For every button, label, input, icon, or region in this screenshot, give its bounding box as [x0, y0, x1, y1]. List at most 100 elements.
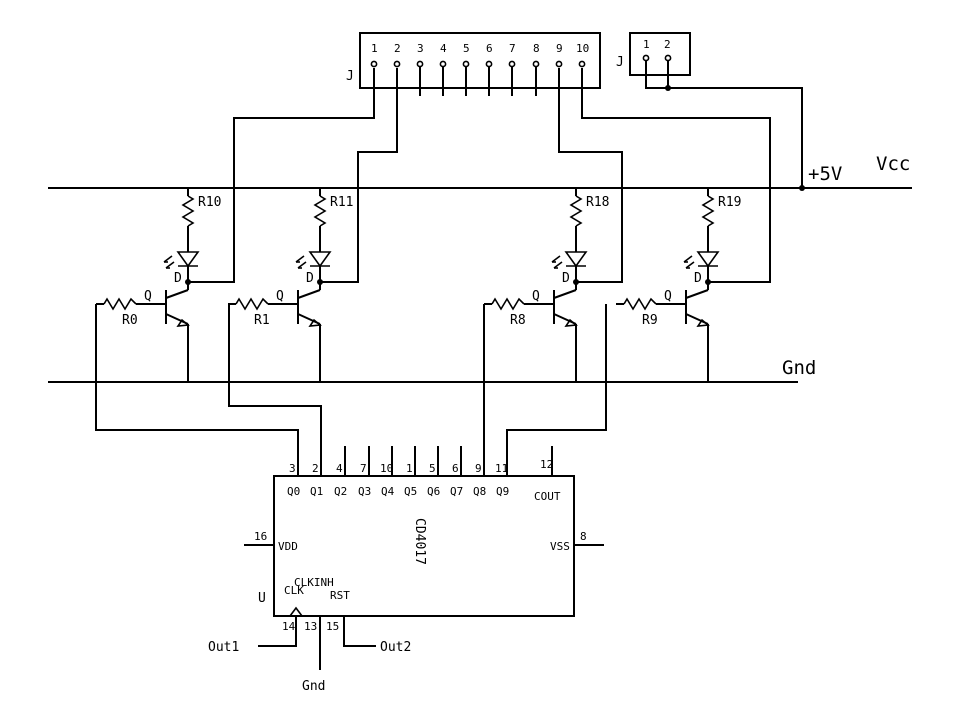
- connector-j10-pin-circle: [393, 60, 401, 68]
- vdd-pin-number: 16: [254, 530, 267, 543]
- led-symbol: [308, 251, 332, 268]
- chip-pin-label: Q2: [334, 485, 347, 498]
- rst-pin-number: 15: [326, 620, 339, 633]
- base-wire-q9: [506, 304, 607, 476]
- connector-j10-pin-label: 6: [486, 42, 493, 55]
- connector-j10-pin-circle: [578, 60, 586, 68]
- transistor-label: Q: [664, 289, 672, 304]
- j-pin1-wire: [188, 68, 375, 283]
- chip-pin-number: 1: [406, 462, 413, 475]
- transistor-collector: [685, 289, 709, 299]
- connector-j10-pin-circle: [439, 60, 447, 68]
- vcc-label: Vcc: [876, 153, 910, 175]
- led-resistor: [313, 195, 327, 227]
- led-resistor: [181, 195, 195, 227]
- bottom-gnd-label: Gnd: [302, 679, 325, 694]
- led-resistor: [701, 195, 715, 227]
- connector-j10-pin-label: 5: [463, 42, 470, 55]
- led-label: D: [694, 271, 702, 286]
- connector-j10-pin-label: 1: [371, 42, 378, 55]
- connector-j2-ref: J: [616, 55, 624, 70]
- chip-ref: U: [258, 591, 266, 606]
- led-symbol: [696, 251, 720, 268]
- led-resistor-label: R10: [198, 195, 221, 210]
- connector-j10-pin-circle: [485, 60, 493, 68]
- plus5v-label: +5V: [808, 163, 842, 185]
- clk-pin-wire: [258, 616, 297, 647]
- chip-name: CD4017: [412, 518, 427, 565]
- led-label: D: [562, 271, 570, 286]
- transistor-label: Q: [276, 289, 284, 304]
- chip-pin-number: 6: [452, 462, 459, 475]
- cout-pin-label: COUT: [534, 490, 561, 503]
- base-resistor-label: R8: [510, 313, 526, 328]
- vdd-pin-label: VDD: [278, 540, 298, 553]
- base-wire-q0: [95, 304, 299, 476]
- base-resistor-label: R9: [642, 313, 658, 328]
- base-resistor-label: R0: [122, 313, 138, 328]
- led-resistor-label: R11: [330, 195, 353, 210]
- chip-pin-label: Q5: [404, 485, 417, 498]
- base-resistor: [235, 297, 269, 311]
- chip-pin-label: Q8: [473, 485, 486, 498]
- base-wire-q1: [228, 304, 322, 476]
- clk-pin-label: CLK: [284, 584, 304, 597]
- connector-j10-pin-label: 9: [556, 42, 563, 55]
- clkinh-pin-label: CLKINH: [294, 576, 334, 589]
- gnd-label: Gnd: [782, 357, 816, 379]
- vss-pin-number: 8: [580, 530, 587, 543]
- connector-j10-pin-circle: [370, 60, 378, 68]
- chip-pin-number: 3: [289, 462, 296, 475]
- chip-pin-label: Q3: [358, 485, 371, 498]
- chip-pin-number: 10: [380, 462, 393, 475]
- rst-pin-wire: [343, 616, 376, 647]
- j-pin9-wire: [558, 68, 623, 283]
- chip-pin-label: Q7: [450, 485, 463, 498]
- connector-j10-pin-label: 8: [533, 42, 540, 55]
- chip-pin-number: 2: [312, 462, 319, 475]
- chip-pin-number: 9: [475, 462, 482, 475]
- j-pin10-wire: [581, 68, 771, 283]
- chip-pin-number: 11: [495, 462, 508, 475]
- chip-pin-label: Q6: [427, 485, 440, 498]
- connector-j10-pin-label: 10: [576, 42, 589, 55]
- j2-pin1-wire: [645, 61, 668, 89]
- cout-pin-number: 12: [540, 458, 553, 471]
- connector-j10-pin-circle: [508, 60, 516, 68]
- j-pin2-wire: [320, 68, 398, 283]
- connector-j10-pin-circle: [555, 60, 563, 68]
- led-resistor-label: R18: [586, 195, 609, 210]
- chip-pin-label: Q4: [381, 485, 395, 498]
- connector-j10-pin-label: 2: [394, 42, 401, 55]
- transistor-collector: [553, 289, 577, 299]
- out1-label: Out1: [208, 640, 239, 655]
- connector-j10-pin-circle: [532, 60, 540, 68]
- connector-j10-pin-circle: [462, 60, 470, 68]
- out2-label: Out2: [380, 640, 411, 655]
- transistor-label: Q: [144, 289, 152, 304]
- transistor-collector: [165, 289, 189, 299]
- clkinh-pin-number: 13: [304, 620, 317, 633]
- led-symbol: [564, 251, 588, 268]
- chip-pin-label: Q1: [310, 485, 323, 498]
- connector-j2-pin-2-label: 2: [664, 38, 671, 51]
- connector-j10-pin-label: 3: [417, 42, 424, 55]
- base-resistor-label: R1: [254, 313, 270, 328]
- transistor-label: Q: [532, 289, 540, 304]
- clk-edge-symbol: [289, 606, 303, 617]
- base-resistor: [491, 297, 525, 311]
- connector-j2: J 1 2: [616, 32, 803, 188]
- connector-j10-ref: J: [346, 69, 354, 84]
- base-resistor: [623, 297, 657, 311]
- led-label: D: [174, 271, 182, 286]
- chip-pin-number: 4: [336, 462, 343, 475]
- led-symbol: [176, 251, 200, 268]
- led-resistor-label: R19: [718, 195, 741, 210]
- vss-pin-label: VSS: [550, 540, 570, 553]
